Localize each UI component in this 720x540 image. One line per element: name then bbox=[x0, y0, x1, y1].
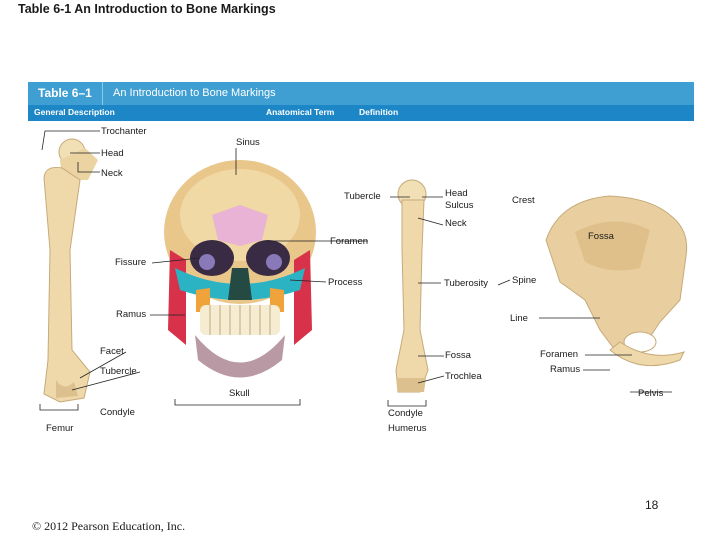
label-humerus: Humerus bbox=[388, 423, 427, 434]
label-sulcus: Sulcus bbox=[445, 200, 474, 211]
column-definition: Definition bbox=[359, 107, 399, 117]
label-process: Process bbox=[328, 277, 363, 288]
label-trochlea: Trochlea bbox=[445, 371, 482, 382]
skull-illustration bbox=[164, 160, 316, 378]
title-divider bbox=[102, 82, 103, 105]
label-tubercle-lower: Tubercle bbox=[100, 366, 137, 377]
label-skull: Skull bbox=[229, 388, 250, 399]
label-foramen-skull: Foramen bbox=[330, 236, 369, 247]
label-line: Line bbox=[510, 313, 528, 324]
copyright-notice: © 2012 Pearson Education, Inc. bbox=[32, 519, 186, 533]
column-general-description: General Description bbox=[34, 107, 115, 117]
table-header-row: General Description Anatomical Term Defi… bbox=[28, 105, 694, 121]
label-head-femur: Head bbox=[101, 148, 124, 159]
label-ramus-pelvis: Ramus bbox=[550, 364, 581, 375]
label-pelvis: Pelvis bbox=[638, 388, 664, 399]
label-sinus: Sinus bbox=[236, 137, 260, 148]
label-condyle-femur: Condyle bbox=[100, 407, 135, 418]
leader-lines bbox=[39, 130, 672, 411]
label-ramus-femur: Ramus bbox=[116, 309, 147, 320]
label-crest: Crest bbox=[512, 195, 535, 206]
label-spine: Spine bbox=[512, 275, 537, 286]
label-fissure: Fissure bbox=[115, 257, 147, 268]
column-anatomical-term: Anatomical Term bbox=[266, 107, 335, 117]
humerus-illustration bbox=[395, 179, 429, 393]
page-number: 18 bbox=[645, 498, 659, 512]
label-tubercle-upper: Tubercle bbox=[344, 191, 381, 202]
label-fossa-pelvis: Fossa bbox=[588, 231, 614, 242]
label-foramen-pelvis: Foramen bbox=[540, 349, 579, 360]
table-title-bar: Table 6–1 An Introduction to Bone Markin… bbox=[28, 82, 694, 105]
slide-title: Table 6-1 An Introduction to Bone Markin… bbox=[18, 2, 276, 16]
label-trochanter: Trochanter bbox=[101, 126, 147, 137]
table-number: Table 6–1 bbox=[38, 86, 92, 100]
label-neck-humerus: Neck bbox=[445, 218, 467, 229]
femur-illustration bbox=[43, 138, 98, 403]
pelvis-illustration bbox=[545, 195, 688, 367]
label-neck-femur: Neck bbox=[101, 168, 123, 179]
label-tuberosity: Tuberosity bbox=[444, 278, 488, 289]
label-head-humerus: Head bbox=[445, 188, 468, 199]
label-fossa-humerus: Fossa bbox=[445, 350, 471, 361]
label-femur: Femur bbox=[46, 423, 74, 434]
label-condyle-humerus: Condyle bbox=[388, 408, 423, 419]
table-title: An Introduction to Bone Markings bbox=[113, 87, 276, 99]
label-facet: Facet bbox=[100, 346, 124, 357]
